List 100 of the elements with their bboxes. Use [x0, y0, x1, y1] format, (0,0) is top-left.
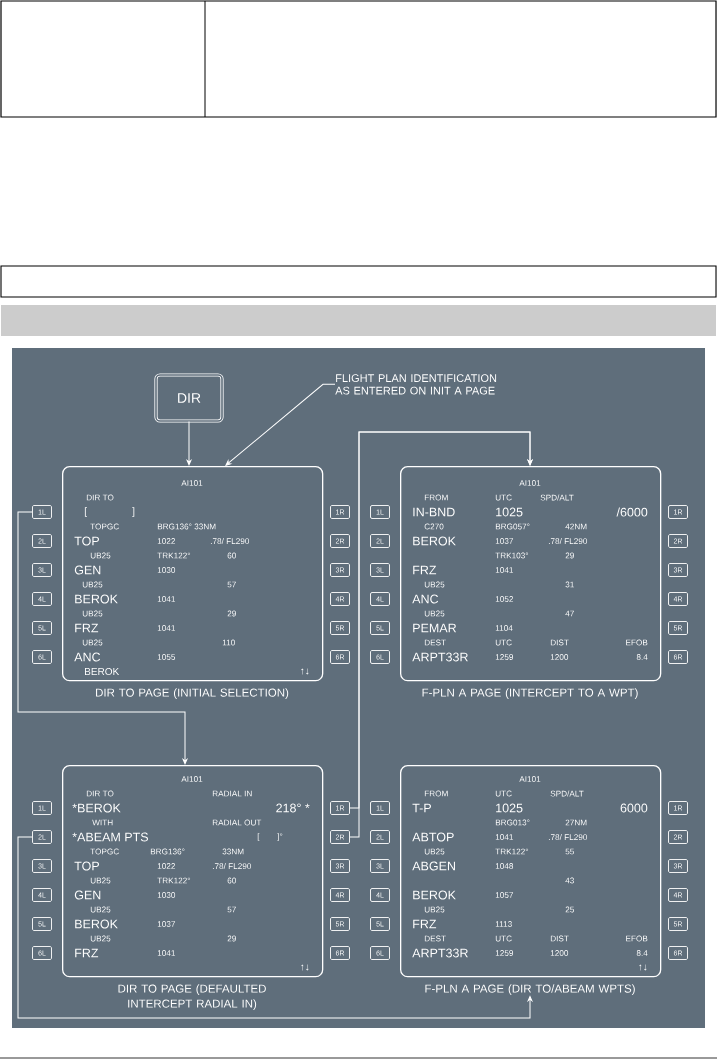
screen-text: UTC	[495, 494, 512, 501]
screen-text: .78/ FL290	[212, 863, 252, 869]
screen-text: ARPT33R	[412, 652, 468, 662]
screen-text: TOP	[74, 536, 99, 546]
screen-text: [	[84, 507, 87, 517]
screen-text: UB25	[90, 935, 111, 942]
screen-text: 1104	[495, 625, 513, 631]
screen-text: WITH	[92, 819, 113, 826]
arrow	[17, 836, 533, 1019]
key-button: DIR	[154, 373, 224, 423]
screen-text: FROM	[424, 790, 448, 797]
screen-text: AI101	[519, 776, 541, 782]
screen-text: 1259	[495, 950, 514, 956]
screen-text: 1057	[495, 892, 514, 898]
screen-text: FRZ	[413, 565, 437, 575]
screen-text: TRK122°	[157, 877, 191, 884]
screen-text: .78/ FL290	[548, 538, 588, 544]
screen-text: 25	[565, 906, 574, 913]
screen-text: TOP	[74, 861, 99, 871]
screen-text: 47	[565, 610, 574, 617]
screen-text: 8.4	[636, 950, 648, 956]
screen-text: 57	[227, 906, 236, 913]
screen-text: TOPGC	[90, 523, 119, 530]
screen-text: UB25	[424, 848, 445, 855]
screen-text: [	[257, 833, 260, 841]
screen-text: UB25	[424, 581, 445, 588]
screen-text: .78/ FL290	[210, 538, 250, 544]
screen-text: 1041	[495, 834, 514, 840]
screen-text: BEROK	[413, 890, 456, 900]
screen-caption: F-PLN A PAGE (DIR TO/ABEAM WPTS)	[425, 984, 635, 995]
screen-text: RADIAL OUT	[212, 819, 262, 826]
screen-text: 29	[227, 610, 236, 617]
screen-text: 42NM	[565, 523, 587, 530]
screen-text: UB25	[90, 552, 111, 559]
screen-text: ↑↓	[301, 964, 309, 971]
screen-text: 1030	[157, 892, 176, 898]
screen-text: PEMAR	[413, 623, 457, 633]
screen-text: BRG136°	[150, 848, 185, 855]
screen-text: EFOB	[626, 639, 648, 646]
screen-text: DEST	[424, 935, 446, 942]
screen-text: 1113	[495, 921, 512, 927]
screen-text: 8.4	[636, 654, 648, 660]
screen-text: TRK103°	[495, 552, 529, 559]
screen-text: 1048	[495, 863, 514, 869]
screen-text: 1041	[157, 596, 176, 602]
screen-text: DEST	[424, 639, 446, 646]
screen-text: 33NM	[222, 848, 244, 855]
leader-line	[225, 383, 336, 466]
screen-text: UB25	[424, 906, 445, 913]
screen-text: 1037	[157, 921, 176, 927]
screen-text: DIST	[550, 639, 569, 646]
screen-text: ABTOP	[412, 832, 454, 842]
screen-text: UTC	[495, 935, 512, 942]
screen-text: FRZ	[75, 948, 99, 958]
screen-text: RADIAL IN	[212, 790, 252, 797]
arrow	[17, 511, 188, 765]
screen-text: 1041	[157, 625, 176, 631]
screen-text: 57	[227, 581, 236, 588]
screen-text: 1025	[496, 803, 523, 813]
screen-text: ANC	[412, 594, 439, 604]
screen-text: UTC	[495, 639, 512, 646]
screen-text: AI101	[181, 480, 203, 486]
screen-text: 27NM	[565, 819, 587, 826]
screen-text: 60	[227, 877, 236, 884]
screen-text: 1041	[495, 567, 514, 573]
screen-text: AI101	[519, 480, 541, 486]
screen-text: BEROK	[413, 536, 456, 546]
screen-caption: F-PLN A PAGE (INTERCEPT TO A WPT)	[422, 688, 638, 699]
screen-text: ]	[132, 507, 135, 517]
screen-text: 60	[227, 552, 236, 559]
screen-text: ARPT33R	[412, 948, 468, 958]
callout-text: FLIGHT PLAN IDENTIFICATION AS ENTERED ON INIT A PAGE	[335, 374, 497, 395]
screen-text: ↑↓	[639, 964, 647, 971]
screen-text: BEROK	[75, 919, 118, 929]
screen-text: SPD/ALT	[550, 790, 584, 797]
screen-text: 1055	[157, 654, 176, 660]
screen-text: TRK122°	[495, 848, 529, 855]
screen-text: BRG013°	[495, 819, 530, 826]
screen-text: 55	[565, 848, 574, 855]
screen-text: 1052	[495, 596, 514, 602]
screen-text: 1041	[157, 950, 176, 956]
screen-text: UB25	[82, 610, 103, 617]
screen-text: AI101	[181, 776, 203, 782]
screen-text: FROM	[424, 494, 448, 501]
screen-caption: DIR TO PAGE (INITIAL SELECTION)	[96, 688, 289, 699]
screen-text: GEN	[74, 565, 101, 575]
screen-text: ABGEN	[412, 861, 455, 871]
screen-text: .78/ FL290	[548, 834, 588, 840]
screen-text: C270	[424, 523, 444, 530]
screen-text: 1022	[157, 863, 176, 869]
screen-text: BEROK	[85, 667, 120, 676]
screen-text: BEROK	[75, 594, 118, 604]
screen-text: 31	[565, 581, 574, 588]
screen-text: UB25	[90, 906, 111, 913]
screen-text: FRZ	[413, 919, 437, 929]
screen-text: 1259	[495, 654, 514, 660]
screen-text: DIR TO	[86, 790, 114, 797]
screen-text: UTC	[495, 790, 512, 797]
screen-text: 6000	[620, 803, 648, 813]
screen-text: /6000	[616, 507, 648, 517]
